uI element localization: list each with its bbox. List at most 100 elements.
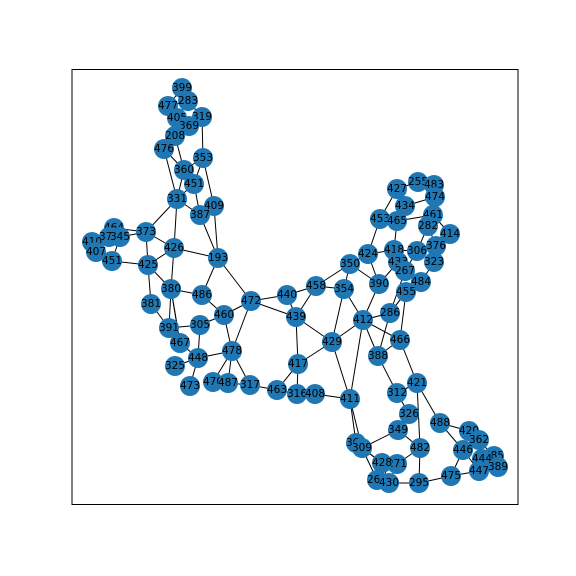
node-circle — [407, 241, 427, 261]
node-circle — [340, 254, 360, 274]
node-label: 295 — [409, 477, 429, 489]
node-circle — [277, 285, 297, 305]
graph-node: 458 — [306, 276, 326, 296]
graph-node: 451 — [184, 174, 204, 194]
node-label: 369 — [179, 120, 199, 132]
node-label: 465 — [387, 215, 407, 227]
graph-node: 407 — [86, 242, 106, 262]
node-circle — [407, 373, 427, 393]
node-label: 193 — [208, 252, 228, 264]
node-circle — [380, 303, 400, 323]
node-label: 460 — [214, 309, 234, 321]
node-label: 429 — [322, 336, 342, 348]
node-circle — [174, 160, 194, 180]
node-label: 390 — [369, 278, 389, 290]
node-label: 376 — [426, 240, 446, 252]
node-label: 407 — [86, 246, 106, 258]
node-circle — [141, 294, 161, 314]
node-label: 360 — [174, 164, 194, 176]
node-circle — [322, 332, 342, 352]
node-label: 305 — [190, 319, 210, 331]
node-circle — [190, 315, 210, 335]
graph-node: 353 — [193, 148, 213, 168]
node-label: 414 — [440, 228, 460, 240]
graph-node: 326 — [399, 404, 419, 424]
node-circle — [218, 373, 238, 393]
graph-node: 482 — [410, 438, 430, 458]
node-circle — [222, 341, 242, 361]
node-circle — [440, 224, 460, 244]
node-circle — [86, 242, 106, 262]
graph-node: 390 — [369, 274, 389, 294]
graph-node: 475 — [441, 466, 461, 486]
node-label: 467 — [170, 337, 190, 349]
node-label: 476 — [154, 143, 174, 155]
node-circle — [190, 205, 210, 225]
graph-node: 312 — [387, 383, 407, 403]
graph-node: 425 — [138, 255, 158, 275]
node-label: 417 — [288, 358, 308, 370]
node-circle — [203, 372, 223, 392]
node-label: 428 — [372, 457, 392, 469]
node-label: 331 — [167, 193, 187, 205]
graph-node: 362 — [469, 430, 489, 450]
node-label: 345 — [110, 231, 130, 243]
node-circle — [287, 384, 307, 404]
node-circle — [178, 91, 198, 111]
graph-node: 373 — [136, 222, 156, 242]
graph-node: 345 — [110, 227, 130, 247]
node-circle — [390, 330, 410, 350]
node-label: 463 — [267, 384, 287, 396]
graph-node: 453 — [370, 209, 390, 229]
graph-node: 424 — [358, 244, 378, 264]
node-label: 458 — [306, 280, 326, 292]
node-label: 208 — [165, 130, 185, 142]
graph-node: 354 — [334, 279, 354, 299]
node-label: 409 — [204, 200, 224, 212]
node-label: 439 — [286, 311, 306, 323]
node-circle — [395, 261, 415, 281]
graph-node: 447 — [469, 461, 489, 481]
node-circle — [110, 227, 130, 247]
node-label: 455 — [396, 286, 416, 298]
graph-node: 429 — [322, 332, 342, 352]
graph-node: 388 — [368, 346, 388, 366]
node-circle — [170, 333, 190, 353]
graph-node: 255 — [408, 172, 428, 192]
node-label: 424 — [358, 248, 378, 260]
node-circle — [358, 244, 378, 264]
node-circle — [138, 255, 158, 275]
node-label: 470 — [203, 376, 223, 388]
node-circle — [469, 461, 489, 481]
node-label: 326 — [399, 408, 419, 420]
graph-node: 349 — [388, 420, 408, 440]
node-circle — [418, 216, 438, 236]
graph-node: 391 — [159, 318, 179, 338]
node-label: 325 — [165, 360, 185, 372]
graph-node: 282 — [418, 216, 438, 236]
node-circle — [165, 356, 185, 376]
node-label: 362 — [469, 434, 489, 446]
graph-node: 440 — [277, 285, 297, 305]
node-circle — [306, 276, 326, 296]
graph-node: 484 — [411, 272, 431, 292]
node-circle — [286, 307, 306, 327]
node-circle — [410, 438, 430, 458]
graph-node: 305 — [190, 315, 210, 335]
node-label: 475 — [441, 470, 461, 482]
node-circle — [208, 248, 228, 268]
graph-node: 408 — [305, 384, 325, 404]
node-label: 350 — [340, 258, 360, 270]
node-label: 306 — [407, 245, 427, 257]
node-label: 408 — [305, 388, 325, 400]
graph-node: 295 — [409, 473, 429, 493]
graph-node: 460 — [214, 305, 234, 325]
graph-node: 439 — [286, 307, 306, 327]
graph-node: 331 — [167, 189, 187, 209]
node-label: 354 — [334, 283, 354, 295]
node-circle — [411, 272, 431, 292]
graph-node: 271 — [387, 454, 407, 474]
graph-node: 473 — [180, 376, 200, 396]
node-circle — [368, 346, 388, 366]
